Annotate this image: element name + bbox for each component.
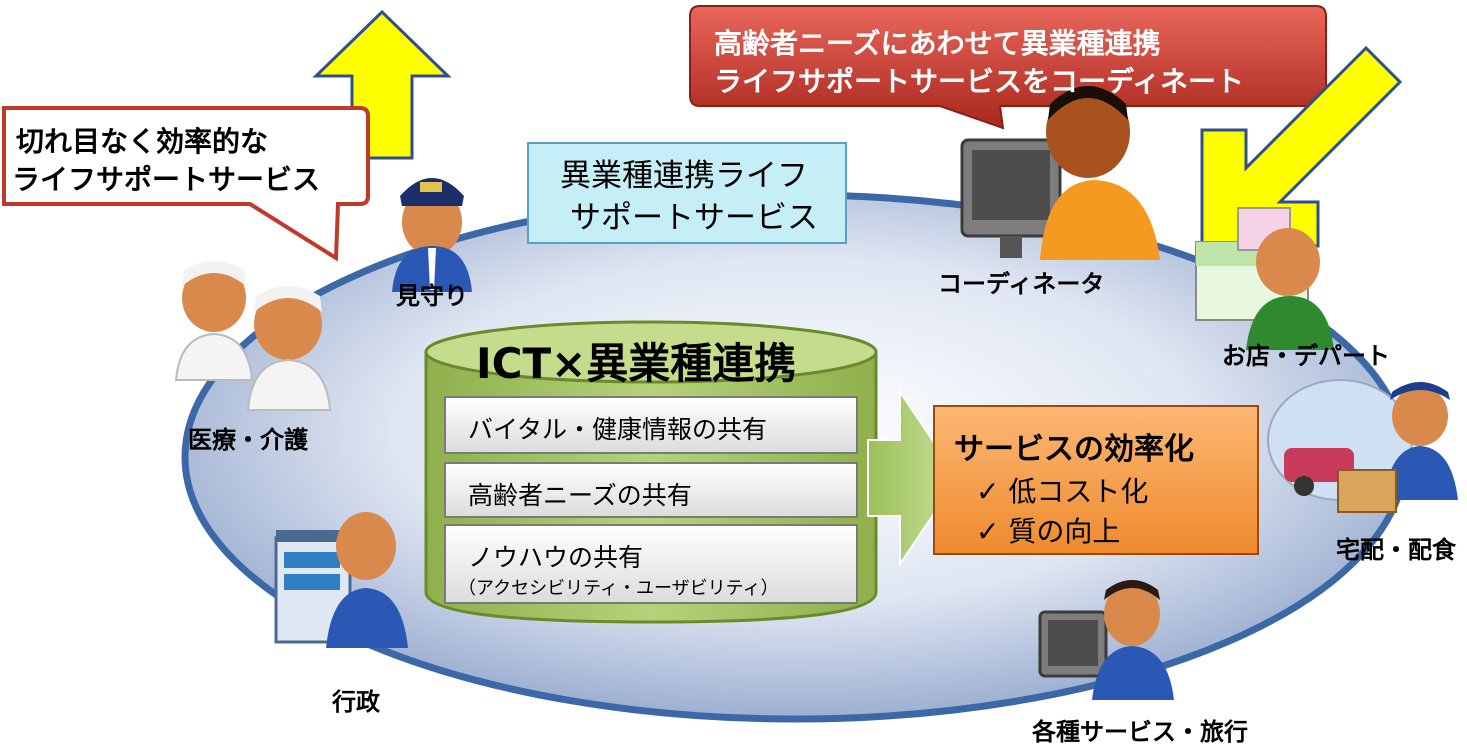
actor-label-mimamori: 見守り xyxy=(396,282,468,310)
delivery-icon xyxy=(1267,379,1458,513)
cylinder-item-label: バイタル・健康情報の共有 xyxy=(468,415,768,444)
cylinder-title: ICT×異業種連携 xyxy=(476,339,797,388)
flow-arrow xyxy=(867,388,960,568)
cylinder-item-label: ノウハウの共有 xyxy=(468,543,644,572)
result-box xyxy=(933,405,1259,555)
actor-label-shop: お店・デパート xyxy=(1222,342,1390,370)
government-icon xyxy=(274,512,408,648)
medical-staff-icon xyxy=(174,261,332,411)
result-item: ✓ 低コスト化 xyxy=(976,475,1149,508)
cylinder-item-needs: 高齢者ニーズの共有 xyxy=(444,462,858,518)
result-title: サービスの効率化 xyxy=(954,432,1194,467)
service-box-line-2: サポートサービス xyxy=(570,200,818,236)
actor-label-delivery: 宅配・配食 xyxy=(1336,536,1456,564)
left-balloon-line-1: 切れ目なく効率的な xyxy=(16,125,269,158)
actor-label-travel: 各種サービス・旅行 xyxy=(1032,718,1248,746)
cylinder-item-label: 高齢者ニーズの共有 xyxy=(468,481,692,510)
security-guard-icon xyxy=(392,178,472,292)
travel-services-icon xyxy=(1038,580,1174,700)
cylinder-item-knowhow: ノウハウの共有 （アクセシビリティ・ユーザビリティ） xyxy=(444,524,858,604)
coordinator-icon xyxy=(960,86,1160,260)
top-speech-balloon xyxy=(689,5,1327,130)
cylinder-item-vital: バイタル・健康情報の共有 xyxy=(444,396,858,454)
top-balloon-line-1: 高齢者ニーズにあわせて異業種連携 xyxy=(714,27,1161,60)
diagonal-arrow xyxy=(1200,45,1403,248)
left-balloon-line-2: ライフサポートサービス xyxy=(12,163,321,196)
top-balloon-line-2: ライフサポートサービスをコーディネート xyxy=(714,65,1245,98)
shop-icon xyxy=(1195,207,1334,350)
actor-label-coordinator: コーディネータ xyxy=(938,270,1105,298)
upward-arrow xyxy=(312,9,452,160)
actor-label-medical: 医療・介護 xyxy=(188,426,308,454)
service-box-line-1: 異業種連携ライフ xyxy=(560,158,808,194)
left-speech-balloon xyxy=(2,106,370,262)
service-box xyxy=(527,142,847,244)
cylinder-item-sub: （アクセシビリティ・ユーザビリティ） xyxy=(458,578,779,599)
result-item: ✓ 質の向上 xyxy=(976,515,1121,548)
actor-label-gov: 行政 xyxy=(332,688,380,716)
